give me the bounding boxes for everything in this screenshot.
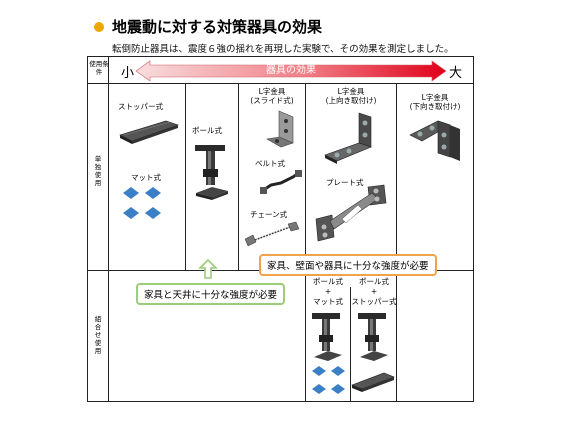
combo-stopper-icon: [351, 372, 395, 392]
chain-label: チェーン式: [250, 210, 288, 219]
combo-mat-label-1: ポール式: [313, 277, 343, 286]
belt-icon: [260, 170, 302, 194]
pole-icon: [195, 145, 228, 200]
combo-stopper-label-1: ポール式: [359, 277, 389, 286]
combo-stopper-label-2: +: [370, 287, 378, 296]
l-bracket-slide-icon: [266, 110, 294, 148]
l-slide-label-2: (スライド式): [250, 96, 294, 105]
l-up-label-2: (上向き取付け): [325, 96, 377, 105]
combo-mat-label-2: +: [324, 287, 332, 296]
col-divider-2: [238, 83, 239, 271]
header-row-divider: [88, 83, 473, 84]
small-label: 小: [121, 66, 135, 81]
effect-arrow-icon: [135, 60, 447, 82]
label-column-divider: [108, 57, 109, 401]
l-bracket-down-icon: [409, 120, 460, 161]
plate-icon: [315, 184, 387, 242]
col-divider-1: [185, 83, 186, 271]
chain-icon: [244, 221, 300, 247]
note-wall-strength: 家具、壁面や器具に十分な強度が必要: [259, 254, 437, 276]
combo-mat-label-3: マット式: [313, 297, 343, 306]
col-divider-3: [305, 83, 306, 401]
plate-label: プレート式: [326, 178, 364, 187]
l-down-label-1: L字金具: [421, 93, 449, 102]
col-divider-4: [396, 83, 397, 401]
l-slide-label-1: L字金具: [258, 87, 286, 96]
mat-label: マット式: [131, 173, 161, 182]
effect-table: 使用条件 小 大 器具の効果 単独使用 組合せ使用 ストッパー式 マット式 ポー…: [87, 56, 474, 402]
effect-arrow-label: 器具の効果: [266, 65, 316, 76]
row-label-combined: 組合せ使用: [94, 315, 102, 355]
up-arrow-icon: [198, 258, 218, 279]
l-up-label-1: L字金具: [337, 87, 365, 96]
note-ceiling-strength: 家具と天井に十分な強度が必要: [136, 283, 286, 305]
combo-pole-icon-2: [358, 313, 388, 361]
stopper-label: ストッパー式: [118, 102, 163, 111]
stopper-icon: [119, 120, 179, 144]
pole-label: ポール式: [192, 126, 222, 135]
page-title: 地震動に対する対策器具の効果: [112, 18, 323, 36]
combo-pole-icon-1: [312, 313, 342, 361]
combo-mat-icon: [312, 366, 345, 394]
l-bracket-up-icon: [324, 112, 372, 164]
row-label-single: 単独使用: [94, 155, 102, 187]
mat-icon: [123, 187, 161, 219]
page-subtitle: 転倒防止器具は、震度６強の揺れを再現した実験で、その効果を測定しました。: [112, 44, 454, 55]
belt-label: ベルト式: [255, 159, 285, 168]
large-label: 大: [449, 66, 463, 81]
combo-stopper-label-3: ストッパー式: [351, 297, 397, 306]
condition-label: 使用条件: [89, 60, 109, 76]
l-down-label-2: (下向き取付け): [409, 102, 461, 111]
title-bullet-icon: [94, 22, 104, 32]
combo-divider: [350, 287, 351, 401]
